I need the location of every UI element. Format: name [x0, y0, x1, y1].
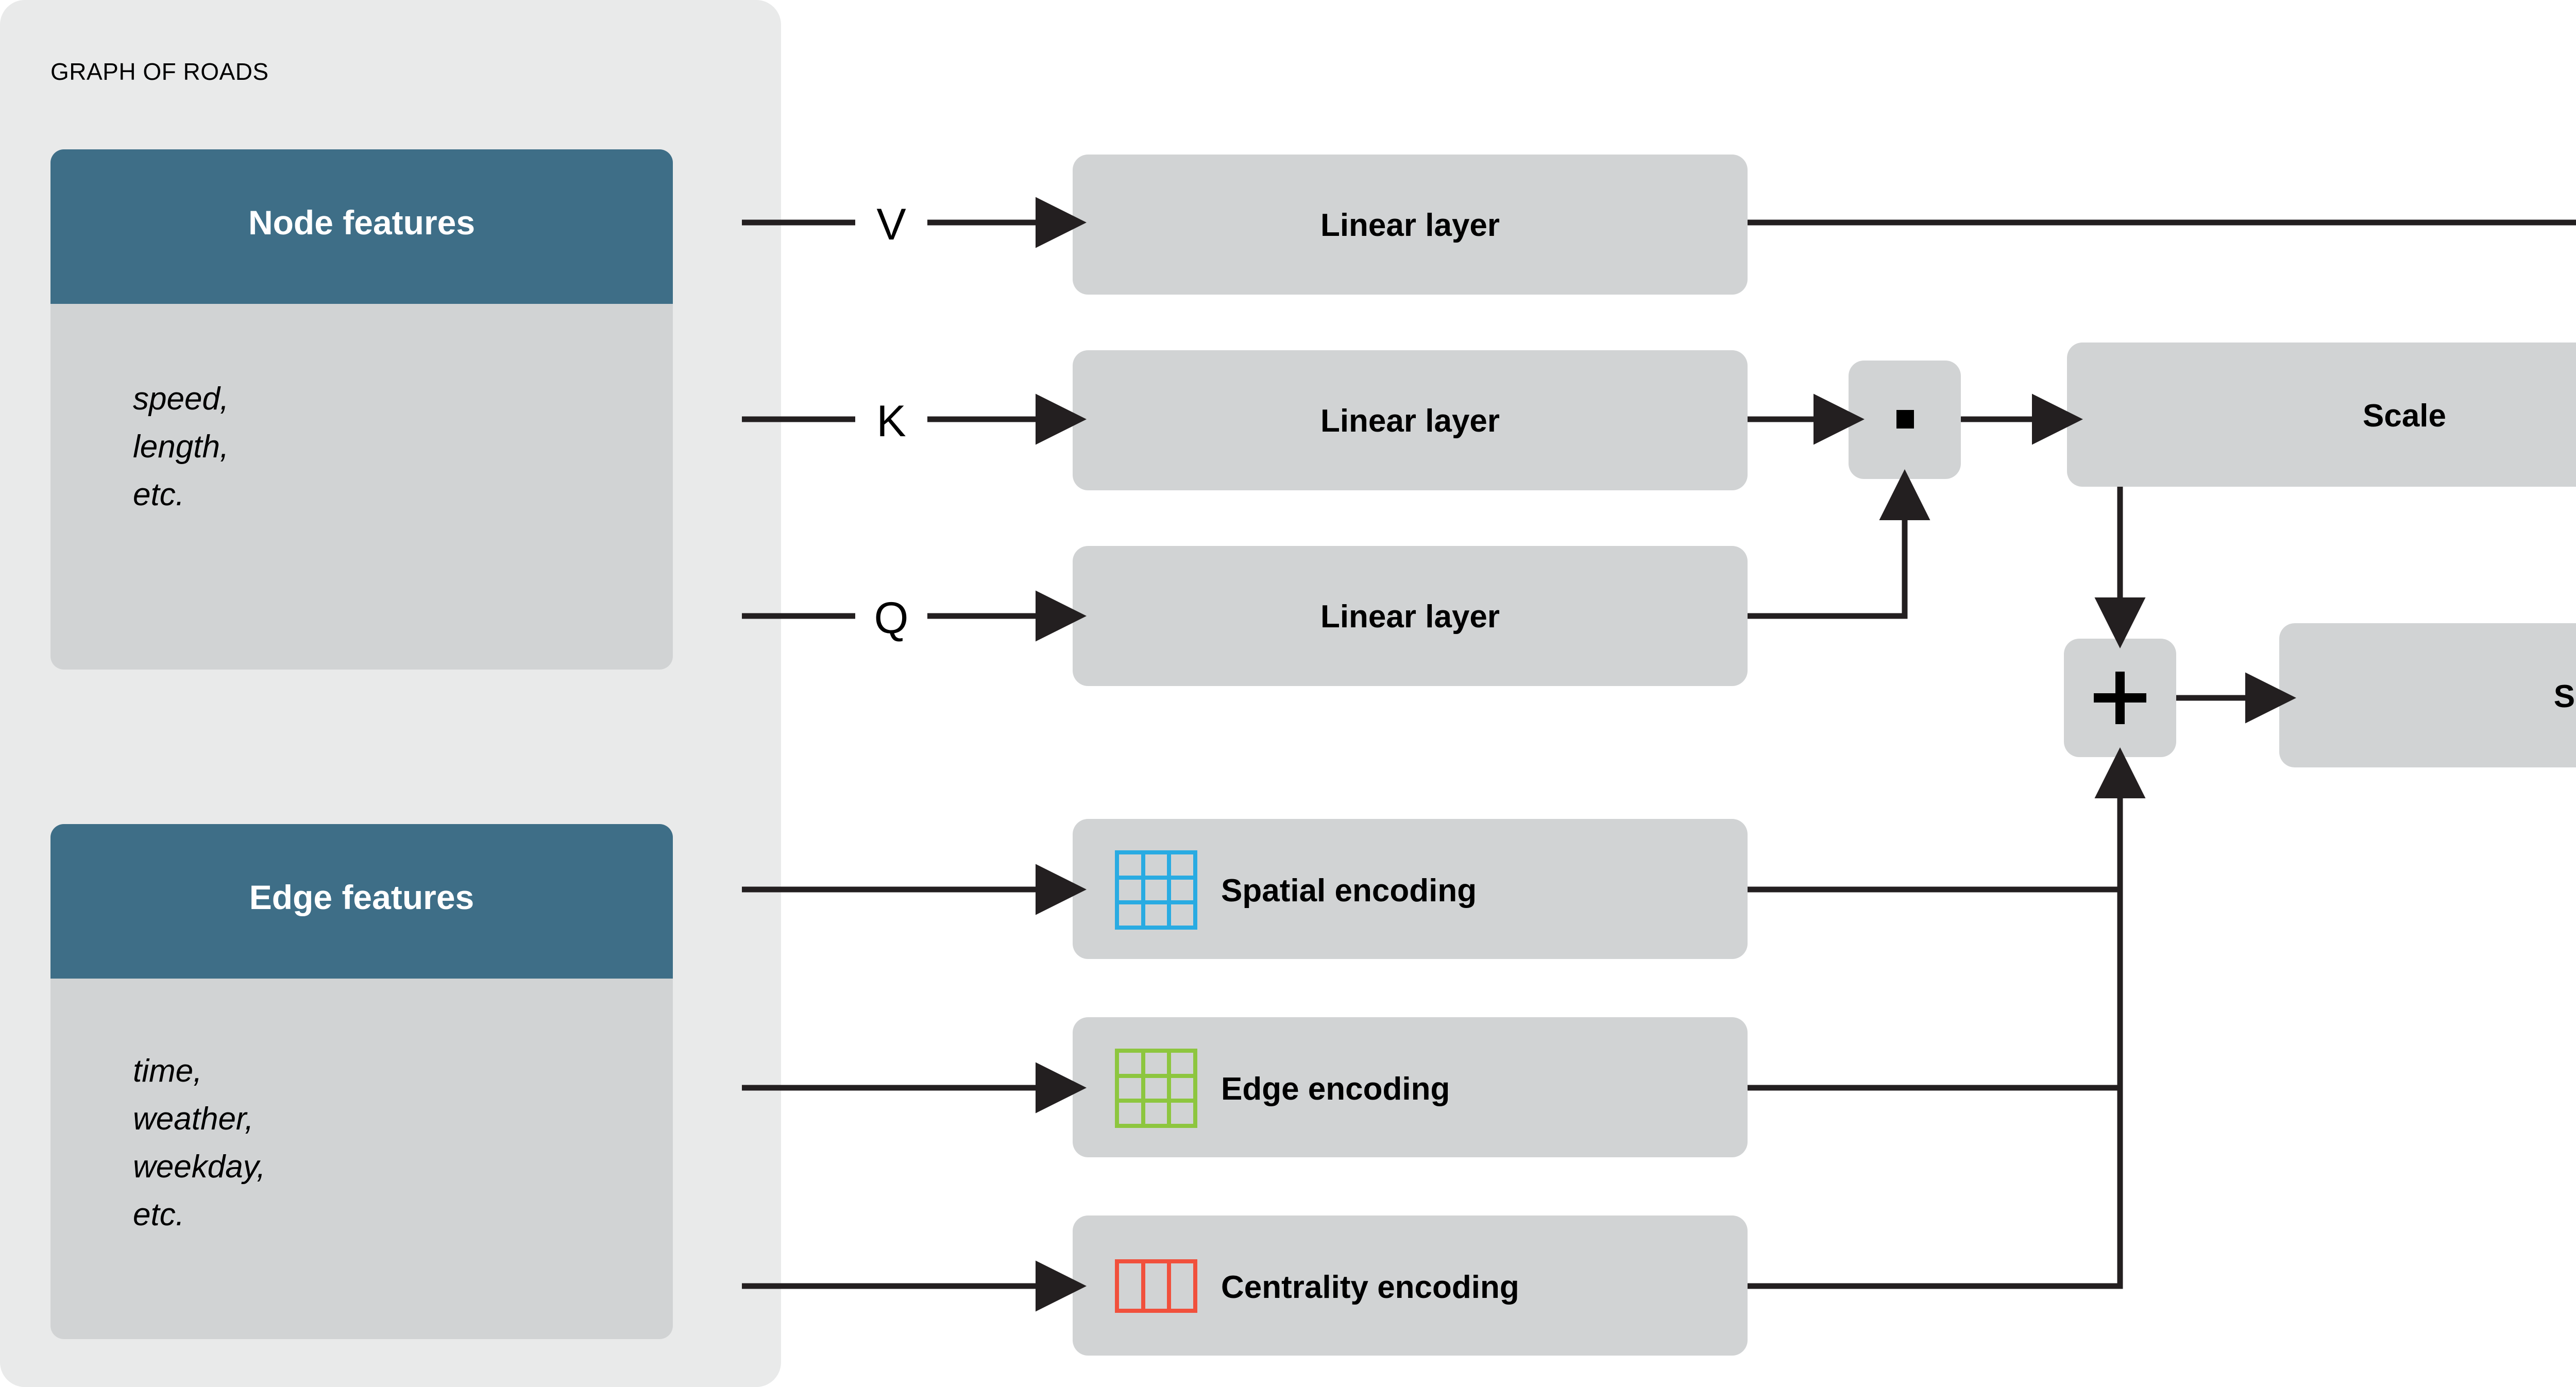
node-feature-item-length: length, — [133, 429, 229, 465]
linear-layer-q-label: Linear layer — [1320, 599, 1500, 635]
softmax-box — [2279, 623, 2576, 767]
grid-3x3-blue-icon — [1115, 850, 1197, 930]
edge-feature-item-weather: weather, — [133, 1101, 253, 1137]
node-features-header — [50, 149, 673, 304]
node-feature-item-speed: speed, — [133, 381, 229, 417]
linear-layer-v-box — [1073, 155, 1748, 295]
node-features-header-label: Node features — [248, 203, 475, 242]
add-plus-icon — [2094, 672, 2146, 724]
connector-v-to-matmul-attn — [1748, 219, 2576, 226]
linear-layer-q-box — [1073, 546, 1748, 686]
centrality-encoding-label: Centrality encoding — [1221, 1270, 1519, 1305]
linear-layer-v-label: Linear layer — [1320, 208, 1500, 243]
linear-layer-k-box — [1073, 350, 1748, 490]
scale-label: Scale — [2363, 398, 2446, 434]
branch-label-v: V — [876, 200, 906, 249]
edge-encoding-label: Edge encoding — [1221, 1071, 1450, 1107]
branch-label-k: K — [876, 397, 906, 446]
softmax-label: Softmax — [2554, 679, 2576, 714]
grid-3x3-green-icon — [1115, 1049, 1197, 1128]
matmul-qk-dot-icon — [1896, 410, 1914, 429]
panel-title: GRAPH OF ROADS — [50, 58, 269, 85]
edge-feature-item-time: time, — [133, 1053, 202, 1089]
connector-q-to-matmul — [1748, 469, 1930, 619]
edge-feature-item-etc: etc. — [133, 1197, 184, 1232]
scale-box — [2067, 343, 2576, 487]
centrality-encoding-box — [1073, 1215, 1748, 1356]
edge-encoding-box — [1073, 1017, 1748, 1157]
spatial-encoding-label: Spatial encoding — [1221, 873, 1477, 909]
connector-centrality-to-add — [1748, 747, 2146, 1289]
spatial-encoding-box — [1073, 819, 1748, 959]
grid-1x3-red-icon — [1115, 1259, 1197, 1313]
branch-label-q: Q — [874, 593, 909, 643]
node-feature-item-etc: etc. — [133, 477, 184, 512]
linear-layer-k-label: Linear layer — [1320, 403, 1500, 439]
edge-features-header-label: Edge features — [249, 878, 474, 916]
edge-feature-item-weekday: weekday, — [133, 1149, 265, 1185]
edge-features-header — [50, 824, 673, 979]
